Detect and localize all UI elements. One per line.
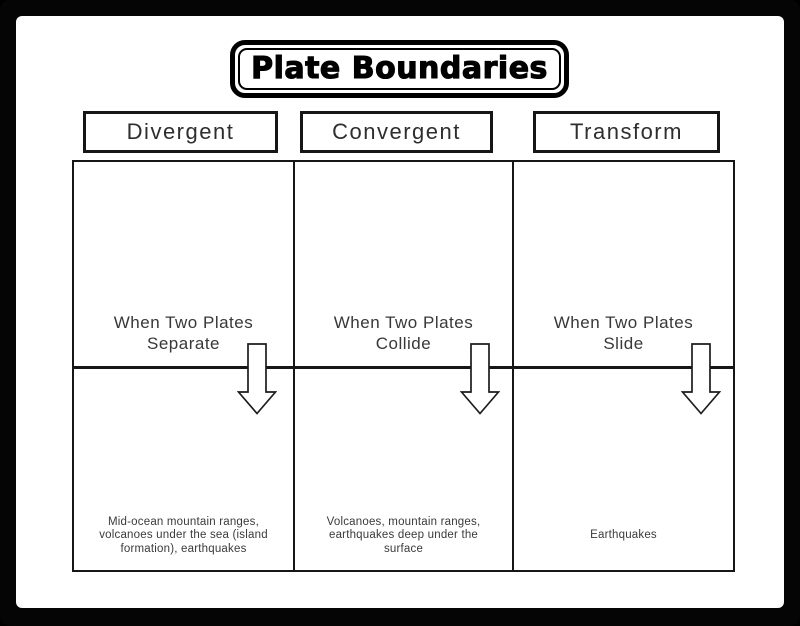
effect-line: Earthquakes xyxy=(590,529,657,542)
effect-cell-convergent: Volcanoes, mountain ranges, earthquakes … xyxy=(295,369,514,570)
cause-line: Collide xyxy=(375,334,432,353)
cause-cell-transform: When Two Plates Slide xyxy=(514,162,733,369)
effect-line: Volcanoes, mountain ranges, xyxy=(326,515,481,528)
column-header-label: Convergent xyxy=(332,119,461,144)
effect-line: volcanoes under the sea (island xyxy=(99,529,268,542)
down-arrow-icon xyxy=(237,343,277,415)
cause-cell-convergent: When Two Plates Collide xyxy=(295,162,514,369)
effect-cell-transform: Earthquakes xyxy=(514,369,733,570)
page-title: Plate Boundaries xyxy=(251,50,548,86)
cause-line: When Two Plates xyxy=(333,313,474,332)
cause-line: Separate xyxy=(147,334,220,353)
cause-cell-divergent: When Two Plates Separate xyxy=(74,162,295,369)
cause-line: Slide xyxy=(603,334,644,353)
effect-line: Mid-ocean mountain ranges, xyxy=(108,515,259,528)
effect-text-transform: Earthquakes xyxy=(514,515,733,557)
cause-text-convergent: When Two Plates Collide xyxy=(295,312,512,354)
cause-text-transform: When Two Plates Slide xyxy=(514,312,733,354)
effect-cell-divergent: Mid-ocean mountain ranges, volcanoes und… xyxy=(74,369,295,570)
column-header-label: Divergent xyxy=(126,119,235,144)
column-header-label: Transform xyxy=(570,119,683,144)
down-arrow-icon xyxy=(681,343,721,415)
effect-line: earthquakes deep under the xyxy=(328,529,479,542)
column-header-convergent: Convergent xyxy=(300,111,493,153)
down-arrow-icon xyxy=(460,343,500,415)
cause-line: When Two Plates xyxy=(553,313,694,332)
cause-line: When Two Plates xyxy=(113,313,254,332)
effect-text-divergent: Mid-ocean mountain ranges, volcanoes und… xyxy=(74,515,293,557)
effect-line: surface xyxy=(383,542,424,555)
column-header-divergent: Divergent xyxy=(83,111,278,153)
column-header-transform: Transform xyxy=(533,111,720,153)
boundaries-table: When Two Plates Separate When Two Plates… xyxy=(72,160,735,572)
title-banner: Plate Boundaries xyxy=(230,40,569,98)
effect-text-convergent: Volcanoes, mountain ranges, earthquakes … xyxy=(295,515,512,557)
effect-line: formation), earthquakes xyxy=(120,542,247,555)
worksheet-page: Plate Boundaries Divergent Convergent Tr… xyxy=(16,16,784,608)
title-banner-inner-border: Plate Boundaries xyxy=(238,48,561,90)
cause-text-divergent: When Two Plates Separate xyxy=(74,312,293,354)
